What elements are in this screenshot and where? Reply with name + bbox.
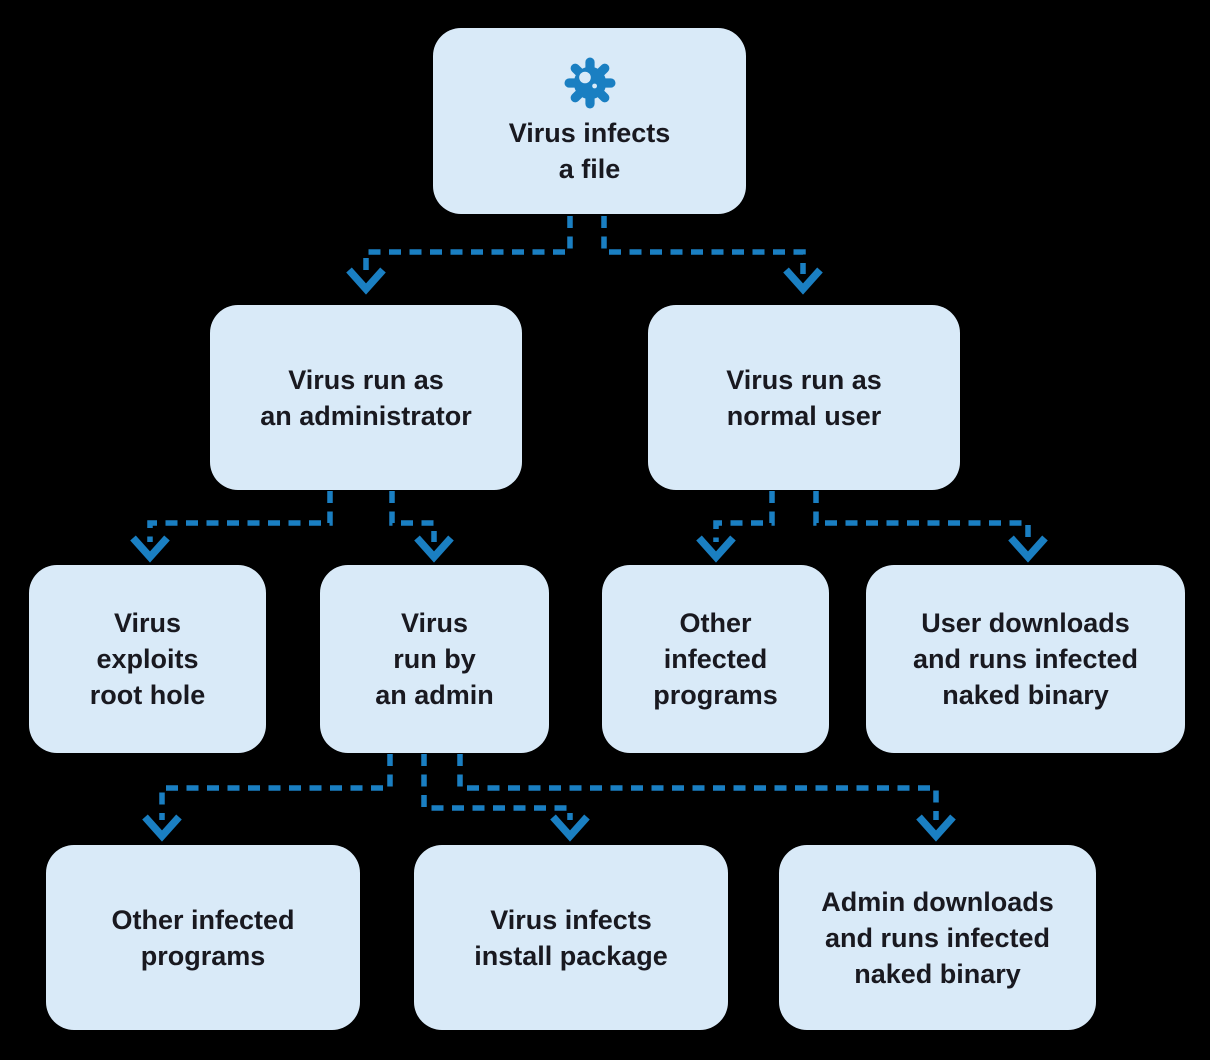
edge-run-by-admin-to-admin-downloads-arrowhead (916, 814, 956, 842)
edge-user-to-other-infected-arrowhead (696, 535, 736, 563)
edge-root-to-admin-arrowhead (346, 267, 386, 295)
node-virus-run-as-administrator: Virus run as an administrator (210, 305, 522, 490)
node-label: Virus run as an administrator (260, 364, 472, 431)
node-virus-infects-install-package: Virus infects install package (414, 845, 728, 1030)
edge-admin-to-root-hole-arrowhead (130, 535, 170, 563)
virus-icon (563, 56, 617, 110)
edge-user-to-other-infected-line (713, 491, 775, 542)
edge-run-by-admin-to-admin-downloads-line (457, 754, 939, 820)
edge-user-to-user-downloads-arrowhead (1008, 535, 1048, 563)
node-label: Virus run as normal user (726, 364, 882, 431)
node-virus-run-as-normal-user: Virus run as normal user (648, 305, 960, 490)
edge-admin-to-root-hole-line (147, 491, 333, 542)
node-label: Other infected programs (111, 904, 295, 971)
node-label: Virus infects install package (474, 904, 668, 971)
node-label: Other infected programs (653, 608, 778, 710)
edge-admin-to-run-by-admin-line (389, 491, 437, 542)
edge-root-to-user-line (601, 216, 806, 274)
edge-run-by-admin-to-install-package-line (421, 754, 573, 820)
node-label: User downloads and runs infected naked b… (912, 608, 1139, 710)
edge-admin-to-run-by-admin-arrowhead (414, 535, 454, 563)
edge-root-to-user-arrowhead (783, 267, 823, 295)
node-other-infected-programs-user: Other infected programs (602, 565, 829, 753)
node-label: Virus run by an admin (375, 608, 494, 710)
node-admin-downloads-naked-binary: Admin downloads and runs infected naked … (779, 845, 1096, 1030)
node-other-infected-programs-admin: Other infected programs (46, 845, 360, 1030)
node-virus-infects-a-file: Virus infects a file (433, 28, 746, 214)
node-label: Admin downloads and runs infected naked … (821, 886, 1054, 989)
edge-run-by-admin-to-other-infected-line (159, 754, 393, 820)
edge-run-by-admin-to-other-infected-arrowhead (142, 814, 182, 842)
edge-run-by-admin-to-install-package-arrowhead (550, 814, 590, 842)
node-label: Virus exploits root hole (89, 608, 206, 710)
node-virus-exploits-root-hole: Virus exploits root hole (29, 565, 266, 753)
edge-user-to-user-downloads-line (813, 491, 1031, 542)
edge-root-to-admin-line (363, 216, 573, 274)
node-virus-run-by-an-admin: Virus run by an admin (320, 565, 549, 753)
node-label: Virus infects a file (508, 117, 671, 184)
node-user-downloads-naked-binary: User downloads and runs infected naked b… (866, 565, 1185, 753)
